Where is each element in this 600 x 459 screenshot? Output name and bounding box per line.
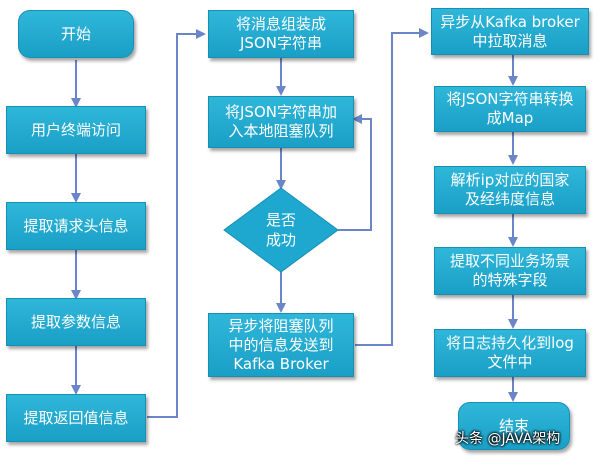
to-map-line2: 成Map	[486, 109, 534, 127]
start-label: 开始	[60, 24, 91, 43]
arrow-return-to-assemble	[147, 29, 206, 418]
user-access-node: 用户终端访问	[6, 106, 146, 154]
extract-params-node: 提取参数信息	[6, 298, 146, 346]
decision-diamond	[223, 187, 339, 273]
extract-return-node: 提取返回值信息	[6, 394, 146, 442]
pull-async-line1: 异步从Kafka broker	[440, 12, 580, 31]
enqueue-node: 将JSON字符串加 入本地阻塞队列	[208, 96, 354, 148]
persist-log-line2: 文件中	[487, 353, 533, 371]
to-map-line1: 将JSON字符串转换	[446, 90, 574, 108]
persist-log-node: 将日志持久化到log 文件中	[434, 329, 586, 377]
user-access-label: 用户终端访问	[30, 120, 121, 139]
send-async-line3: Kafka Broker	[233, 354, 329, 373]
decision-line2: 成功	[265, 231, 296, 249]
enqueue-line1: 将JSON字符串加	[225, 103, 337, 121]
extract-business-line1: 提取不同业务场景	[449, 252, 570, 270]
assemble-json-line2: JSON字符串	[240, 34, 322, 52]
end-node: 结束	[458, 402, 570, 450]
enqueue-line2: 入本地阻塞队列	[228, 122, 334, 140]
send-async-line1: 异步将阻塞队列	[228, 316, 334, 335]
persist-log-line1: 将日志持久化到log	[446, 334, 574, 352]
parse-ip-line1: 解析ip对应的国家	[450, 171, 570, 189]
extract-return-label: 提取返回值信息	[23, 408, 129, 427]
decision-label: 是否 成功	[251, 210, 311, 250]
send-async-line2: 中的信息发送到	[228, 335, 334, 354]
extract-params-label: 提取参数信息	[30, 312, 121, 331]
watermark: 头条 @JAVA架构	[455, 431, 561, 447]
arrow-decision-retry	[338, 114, 372, 231]
assemble-json-line1: 将消息组装成	[235, 15, 326, 33]
start-node: 开始	[18, 10, 134, 58]
pull-async-line2: 中拉取消息	[472, 31, 548, 50]
extract-business-node: 提取不同业务场景 的特殊字段	[434, 247, 586, 295]
extract-headers-label: 提取请求头信息	[23, 216, 129, 235]
extract-headers-node: 提取请求头信息	[6, 202, 146, 250]
assemble-json-node: 将消息组装成 JSON字符串	[208, 10, 354, 58]
decision-line1: 是否	[265, 211, 296, 229]
parse-ip-node: 解析ip对应的国家 及经纬度信息	[434, 166, 586, 214]
to-map-node: 将JSON字符串转换 成Map	[434, 86, 586, 132]
end-label: 结束	[498, 416, 529, 435]
extract-business-line2: 的特殊字段	[472, 271, 548, 289]
send-async-node: 异步将阻塞队列 中的信息发送到 Kafka Broker	[208, 313, 354, 377]
arrow-send-to-pull	[355, 28, 429, 346]
pull-async-node: 异步从Kafka broker 中拉取消息	[431, 8, 589, 55]
parse-ip-line2: 及经纬度信息	[464, 190, 555, 208]
